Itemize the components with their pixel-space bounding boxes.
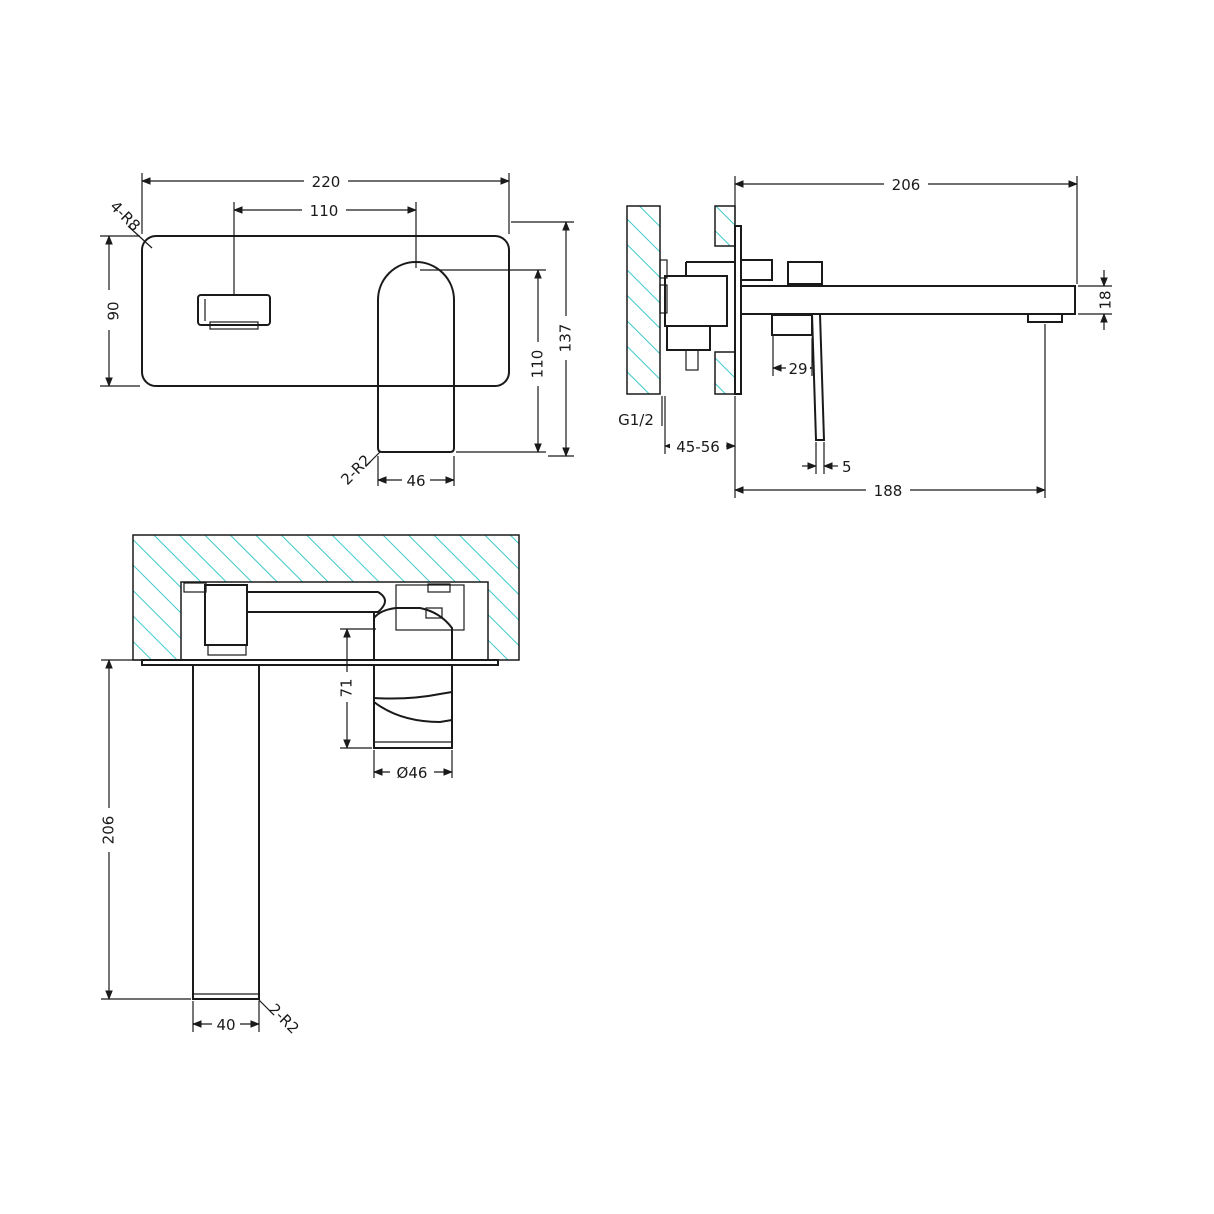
- spout-top: [192, 664, 260, 1000]
- dim-plate-corner-radius: 4-R8: [106, 197, 143, 234]
- face-plate-top: [141, 659, 499, 666]
- dim-projection: 206: [892, 176, 921, 194]
- wall-section-left: [626, 205, 661, 395]
- dim-plate-width: 220: [312, 173, 341, 191]
- dim-plate-height: 90: [105, 301, 123, 320]
- wall-section-upper: [714, 205, 736, 247]
- wall-section-lower: [714, 351, 736, 395]
- dim-lever-width: 46: [406, 472, 425, 490]
- lever-handle: [377, 261, 455, 453]
- dim-handle-depth: 29: [788, 360, 807, 378]
- dim-wall-depth: 45-56: [676, 438, 720, 456]
- wall-plate: [141, 235, 510, 387]
- dim-spout-length: 206: [100, 816, 118, 845]
- dim-spout-radius: 2-R2: [265, 1000, 302, 1037]
- dim-lever-diameter: Ø46: [397, 764, 428, 782]
- dim-lever-radius: 2-R2: [337, 451, 374, 488]
- dim-spout-reach: 188: [874, 482, 903, 500]
- dim-overall-height: 137: [557, 324, 575, 353]
- front-view: 220 110 4-R8 90 110 137 2-R2: [100, 172, 575, 490]
- wall-section-top: [132, 534, 520, 661]
- flow-control-body: [197, 294, 271, 326]
- valve-top: [373, 607, 453, 660]
- aerator: [1027, 314, 1063, 323]
- dim-spout-height: 18: [1097, 290, 1115, 309]
- dim-lever-offset: 71: [338, 678, 356, 697]
- valve-body: [664, 275, 728, 327]
- dim-handle-thickness: 5: [842, 458, 852, 476]
- lever-top: [373, 665, 453, 749]
- dim-handle-offset: 110: [310, 202, 339, 220]
- label-inlet-thread: G1/2: [618, 411, 654, 429]
- side-view: 206 18 29 G1/2 45-56 5 188: [618, 175, 1115, 500]
- side-lever: [811, 313, 826, 441]
- flow-control-cap: [209, 321, 259, 330]
- dim-lever-height: 110: [529, 350, 547, 379]
- dim-spout-width: 40: [216, 1016, 235, 1034]
- spout-body-top: [204, 584, 248, 646]
- spout: [740, 285, 1076, 315]
- top-view: 71 Ø46 206 40 2-R2: [100, 534, 520, 1038]
- inlet-pipe: [685, 349, 699, 371]
